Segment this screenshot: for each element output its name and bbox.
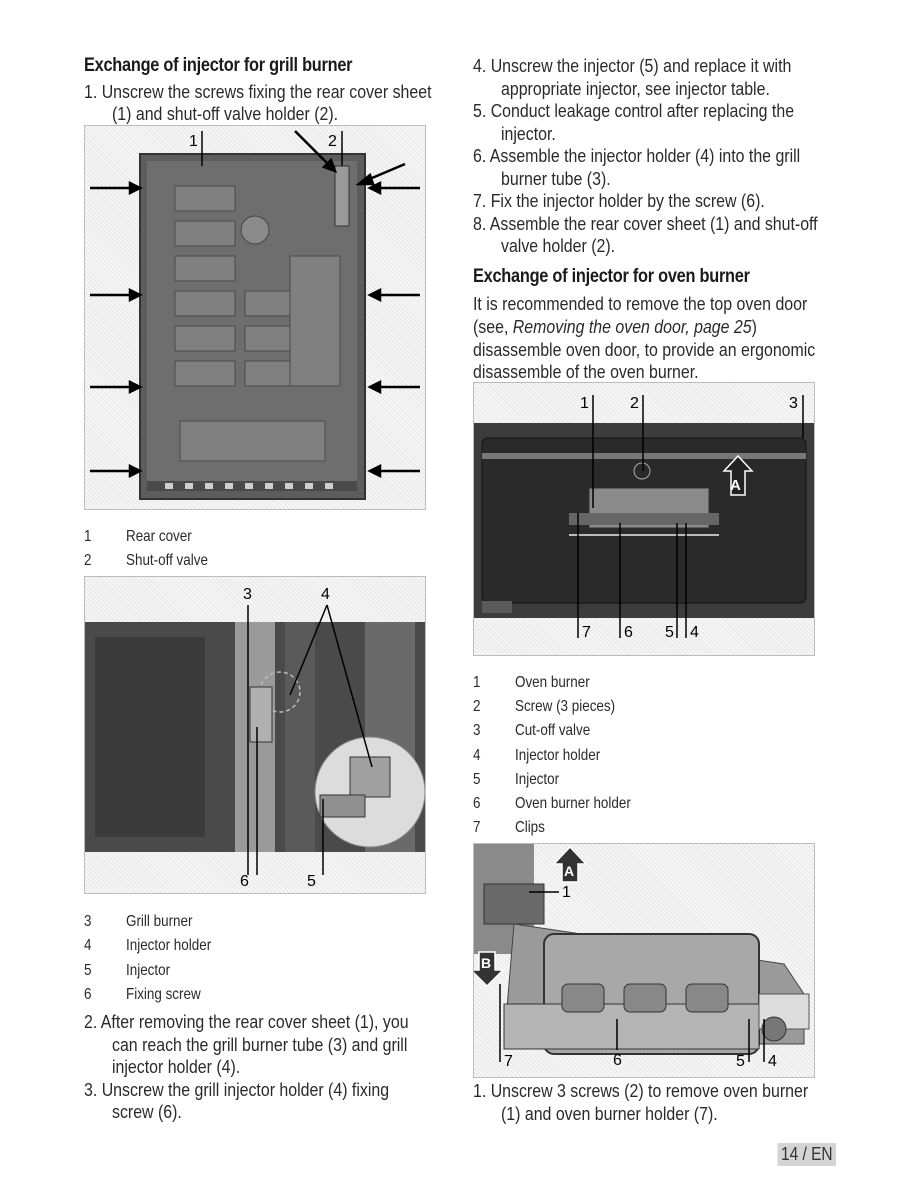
- fig3-label-3: 3: [789, 395, 798, 412]
- page-number: 14 / EN: [777, 1143, 836, 1166]
- fig4-label-1: 1: [562, 884, 571, 901]
- fig3-label-7: 7: [582, 624, 591, 641]
- step-4-line-2: appropriate injector, see injector table…: [501, 78, 770, 99]
- step-2-line-1: 2. After removing the rear cover sheet (…: [84, 1011, 409, 1032]
- fig2-label-4: 4: [321, 586, 330, 603]
- fig3-label-6: 6: [624, 624, 633, 641]
- grill-burner-illustration: 3 4 6 5: [85, 586, 426, 890]
- step-5-line-2: injector.: [501, 123, 556, 144]
- figure-rear-cover: 1 2: [84, 125, 426, 510]
- figure-grill-burner: 3 4 6 5: [84, 576, 426, 894]
- direction-arrow-a-icon: [552, 845, 588, 883]
- step-8-line-1: 8. Assemble the rear cover sheet (1) and…: [473, 213, 818, 234]
- para-line-3: disassemble oven door, to provide an erg…: [473, 339, 816, 360]
- figure-burner-holder: A B 1 7 6 5 4: [469, 843, 815, 1078]
- step-3-line-1: 3. Unscrew the grill injector holder (4)…: [84, 1079, 390, 1100]
- step-8-line-2: valve holder (2).: [501, 235, 616, 256]
- step-2-line-3: injector holder (4).: [112, 1056, 241, 1077]
- para-line-1: It is recommended to remove the top oven…: [473, 293, 808, 314]
- final-step-line-1: 1. Unscrew 3 screws (2) to remove oven b…: [473, 1080, 809, 1101]
- fig4-label-7: 7: [504, 1053, 513, 1070]
- fig1-label-1: 1: [189, 133, 198, 150]
- step-1-line-2: (1) and shut-off valve holder (2).: [112, 103, 339, 124]
- step-2-line-2: can reach the grill burner tube (3) and …: [112, 1034, 408, 1055]
- fig2-label-6: 6: [240, 873, 249, 890]
- figure-oven-burner: A 1 2 3 7 6 5 4: [473, 382, 815, 656]
- fig4-label-5: 5: [736, 1053, 745, 1070]
- para-line-4: disassemble of the oven burner.: [473, 361, 699, 382]
- direction-arrow-b-icon: [469, 951, 505, 988]
- burner-holder-illustration: A B 1 7 6 5 4: [469, 844, 810, 1070]
- step-6-line-2: burner tube (3).: [501, 168, 611, 189]
- arrow-icons: [90, 130, 420, 479]
- fig3-label-4: 4: [690, 624, 699, 641]
- step-6-line-1: 6. Assemble the injector holder (4) into…: [473, 145, 801, 166]
- fig3-label-a: A: [730, 477, 741, 494]
- fig4-label-a: A: [564, 863, 574, 879]
- heading-grill-injector: Exchange of injector for grill burner: [84, 55, 353, 76]
- fig3-label-2: 2: [630, 395, 639, 412]
- heading-oven-injector: Exchange of injector for oven burner: [473, 266, 750, 287]
- link-removing-oven-door[interactable]: Removing the oven door, page 25: [512, 316, 752, 337]
- final-step-line-2: (1) and oven burner holder (7).: [501, 1103, 718, 1124]
- direction-arrow-a-icon: [722, 454, 754, 496]
- fig4-label-6: 6: [613, 1052, 622, 1069]
- step-7-line-1: 7. Fix the injector holder by the screw …: [473, 190, 765, 211]
- fig2-label-5: 5: [307, 873, 316, 890]
- fig3-label-5: 5: [665, 624, 674, 641]
- para-line-2: (see, Removing the oven door, page 25): [473, 316, 757, 337]
- fig1-label-2: 2: [328, 133, 337, 150]
- fig3-label-1: 1: [580, 395, 589, 412]
- fig4-label-b: B: [481, 955, 491, 971]
- rear-cover-illustration: 1 2: [90, 130, 420, 500]
- step-5-line-1: 5. Conduct leakage control after replaci…: [473, 100, 795, 121]
- step-4-line-1: 4. Unscrew the injector (5) and replace …: [473, 55, 792, 76]
- oven-burner-illustration: A 1 2 3 7 6 5 4: [474, 395, 814, 641]
- step-3-line-2: screw (6).: [112, 1101, 182, 1122]
- fig4-label-4: 4: [768, 1053, 777, 1070]
- step-1-line-1: 1. Unscrew the screws fixing the rear co…: [84, 81, 432, 102]
- fig2-label-3: 3: [243, 586, 252, 603]
